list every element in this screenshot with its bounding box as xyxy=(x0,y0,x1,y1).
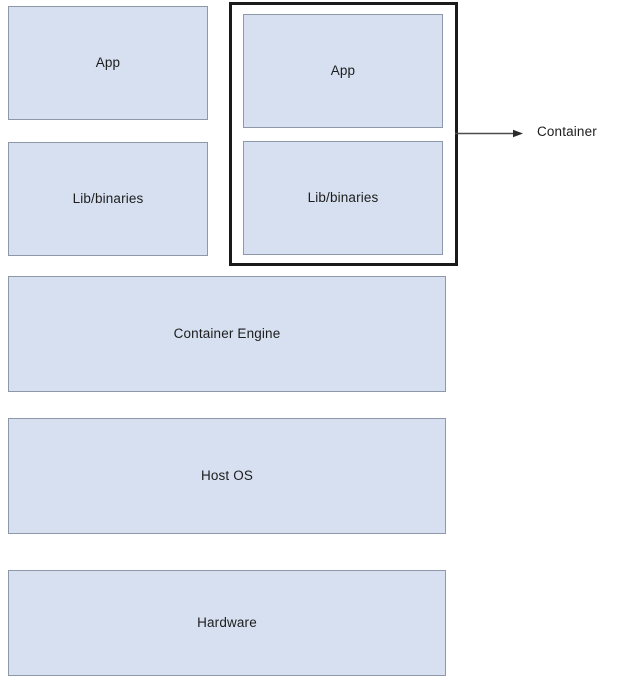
box-lib-binaries-left-label: Lib/binaries xyxy=(72,190,144,206)
box-lib-binaries-left: Lib/binaries xyxy=(8,142,208,256)
box-app-left: App xyxy=(8,6,208,120)
box-container-engine: Container Engine xyxy=(8,276,446,392)
box-lib-binaries-container: Lib/binaries xyxy=(243,141,443,255)
callout-label-container: Container xyxy=(537,124,597,139)
box-hardware: Hardware xyxy=(8,570,446,676)
box-hardware-label: Hardware xyxy=(197,614,257,630)
container-group-outline: App Lib/binaries xyxy=(229,2,458,266)
box-host-os: Host OS xyxy=(8,418,446,534)
box-host-os-label: Host OS xyxy=(200,467,254,483)
container-callout: Container xyxy=(455,120,644,150)
callout-arrow-icon xyxy=(455,129,523,138)
box-lib-binaries-container-label: Lib/binaries xyxy=(307,189,379,205)
box-app-left-label: App xyxy=(95,54,121,70)
box-app-container-label: App xyxy=(330,62,356,78)
box-container-engine-label: Container Engine xyxy=(173,325,281,341)
box-app-container: App xyxy=(243,14,443,128)
